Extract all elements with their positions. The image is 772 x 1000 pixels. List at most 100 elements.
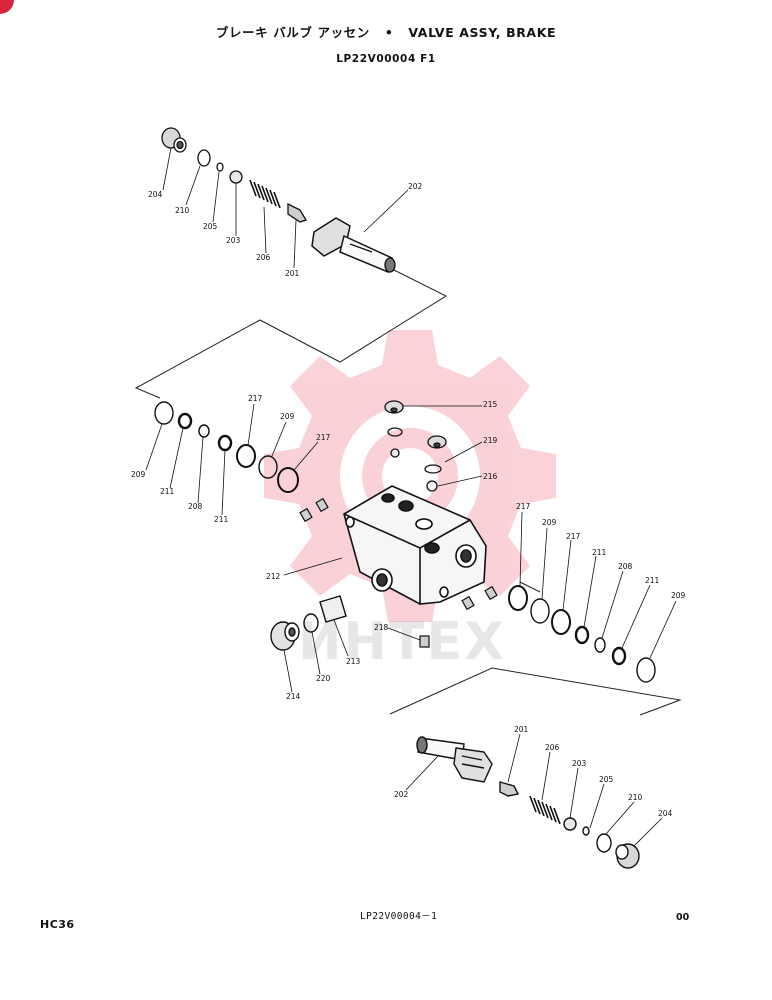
backup-ring-211-right-icon (574, 625, 590, 645)
label-209-right: 209 (542, 518, 557, 527)
backup-ring-211b-right-icon (611, 646, 627, 666)
drawing-title: ブレーキ バルブ アッセン • VALVE ASSY, BRAKE (0, 22, 772, 41)
poppet-201b-icon (499, 781, 520, 797)
label-217b-left: 217 (316, 433, 331, 442)
ball-216-icon (426, 480, 438, 492)
label-211b-left: 211 (214, 515, 229, 524)
label-206-upper: 206 (256, 253, 271, 262)
ring-205b-icon (582, 826, 590, 836)
ring-208-right-icon (594, 637, 606, 653)
ball-203-icon (229, 170, 243, 184)
set-screw-icon (461, 595, 475, 611)
set-screws-group (299, 497, 498, 648)
label-211b-right: 211 (645, 576, 660, 585)
plug-214-icon (270, 621, 300, 651)
part-labels: 204 210 205 203 206 201 202 209 211 208 … (131, 182, 686, 818)
set-screw-icon (484, 585, 498, 601)
oring-209-right-icon (530, 598, 550, 624)
label-211-right: 211 (592, 548, 607, 557)
title-separator: • (384, 25, 394, 40)
label-210-lower: 210 (628, 793, 643, 802)
oring-209-left-icon (154, 401, 174, 425)
set-screw-218-icon (419, 635, 430, 648)
label-209b-left: 209 (280, 412, 295, 421)
leader-lines (145, 147, 677, 847)
label-204-upper: 204 (148, 190, 163, 199)
upper-relief-valve-group (161, 127, 396, 274)
label-203-upper: 203 (226, 236, 241, 245)
poppet-201-icon (287, 202, 307, 223)
label-202-lower: 202 (394, 790, 409, 799)
plug-204b-icon (615, 843, 640, 869)
label-201-lower: 201 (514, 725, 529, 734)
label-205-lower: 205 (599, 775, 614, 784)
label-210-upper: 210 (175, 206, 190, 215)
label-205-upper: 205 (203, 222, 218, 231)
ring-205-icon (216, 162, 224, 172)
title-english: VALVE ASSY, BRAKE (408, 25, 557, 40)
label-206-lower: 206 (545, 743, 560, 752)
oring-210b-icon (596, 833, 612, 853)
assembly-connector-lines (134, 267, 682, 716)
oring-209b-left-icon (258, 455, 278, 479)
seal-217b-left-icon (277, 467, 299, 493)
title-japanese: ブレーキ バルブ アッセン (215, 25, 370, 40)
label-204-lower: 204 (658, 809, 673, 818)
model-code: HC36 (40, 918, 75, 931)
plug-204-icon (161, 127, 187, 153)
sleeve-213-icon (319, 595, 347, 623)
relief-valve-body-202-icon (311, 217, 396, 274)
seal-217b-right-icon (551, 609, 571, 635)
label-209-left: 209 (131, 470, 146, 479)
label-211-left: 211 (160, 487, 175, 496)
drawing-code: LP22V00004 F1 (336, 53, 436, 65)
label-202-upper: 202 (408, 182, 423, 191)
oring-small-icon (387, 427, 403, 437)
label-220: 220 (316, 674, 331, 683)
label-209b-right: 209 (671, 591, 686, 600)
left-seal-stack (154, 401, 299, 493)
set-screw-icon (315, 497, 329, 513)
label-208-left: 208 (188, 502, 203, 511)
plug-215-icon (384, 400, 404, 414)
lower-relief-valve-group (416, 736, 640, 869)
label-217-left: 217 (248, 394, 263, 403)
label-218: 218 (374, 623, 389, 632)
label-201-upper: 201 (285, 269, 300, 278)
label-213: 213 (346, 657, 361, 666)
set-screw-icon (299, 507, 313, 523)
label-212: 212 (266, 572, 281, 581)
ring-208-left-icon (198, 424, 210, 438)
oring-219-icon (424, 464, 442, 474)
lower-plug-group (270, 595, 347, 651)
oring-210-icon (197, 149, 211, 167)
oring-220-icon (303, 613, 319, 633)
label-216: 216 (483, 472, 498, 481)
top-plug-group (384, 400, 447, 492)
label-217-right: 217 (516, 502, 531, 511)
seal-217-right-icon (508, 585, 528, 611)
ball-small-icon (390, 448, 400, 458)
backup-ring-211b-left-icon (217, 434, 233, 452)
seal-217-left-icon (236, 444, 256, 468)
relief-valve-body-202b-icon (416, 736, 493, 783)
right-seal-stack (508, 585, 656, 683)
label-214: 214 (286, 692, 301, 701)
valve-block-212-icon (343, 485, 487, 605)
sheet-code: LP22V00004－1 (360, 911, 438, 922)
label-219: 219 (483, 436, 498, 445)
label-217b-right: 217 (566, 532, 581, 541)
label-203-lower: 203 (572, 759, 587, 768)
backup-ring-211-left-icon (177, 412, 193, 430)
plug-219-icon (427, 435, 447, 449)
ball-203b-icon (563, 817, 577, 831)
label-215: 215 (483, 400, 498, 409)
spring-206-icon (249, 179, 281, 209)
watermark-text: ИНТЕХ (298, 612, 507, 672)
oring-209b-right-icon (636, 657, 656, 683)
label-208-right: 208 (618, 562, 633, 571)
page-number: 00 (676, 912, 690, 923)
spring-206b-icon (529, 795, 561, 825)
